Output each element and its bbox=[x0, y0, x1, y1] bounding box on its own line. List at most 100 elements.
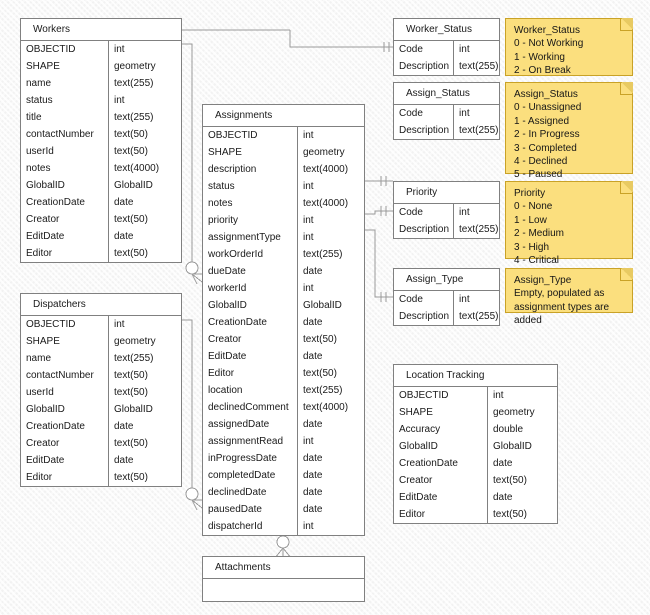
field-type: text(255) bbox=[303, 249, 343, 260]
field-type: text(4000) bbox=[114, 163, 160, 174]
field-type: date bbox=[303, 351, 323, 362]
field-type: int bbox=[303, 521, 314, 532]
field-type: int bbox=[114, 319, 125, 330]
field-name: CreationDate bbox=[21, 194, 109, 211]
field-type: text(50) bbox=[303, 368, 337, 379]
field-type: int bbox=[114, 44, 125, 55]
field-name: Editor bbox=[21, 469, 109, 486]
field-name: GlobalID bbox=[203, 297, 298, 314]
field-name: title bbox=[21, 109, 109, 126]
field-name: Editor bbox=[203, 365, 298, 382]
field-type: date bbox=[303, 453, 323, 464]
field-type: int bbox=[303, 232, 314, 243]
field-name: Accuracy bbox=[394, 421, 488, 438]
field-type: date bbox=[114, 455, 134, 466]
link-dispatchers-assignments bbox=[182, 319, 193, 490]
field-name: Description bbox=[394, 308, 455, 325]
field-name: userId bbox=[21, 384, 109, 401]
field-type: text(50) bbox=[114, 248, 148, 259]
note-line: 2 - Medium bbox=[514, 228, 565, 240]
note-line: 1 - Working bbox=[514, 51, 565, 63]
entity-title-worker_status: Worker_Status bbox=[394, 19, 499, 41]
field-name: dispatcherId bbox=[203, 518, 298, 535]
field-name: notes bbox=[21, 160, 109, 177]
field-type: date bbox=[303, 487, 323, 498]
field-type: geometry bbox=[493, 407, 535, 418]
field-name: Creator bbox=[21, 211, 109, 228]
field-type: GlobalID bbox=[303, 300, 342, 311]
entity-title-attachments: Attachments bbox=[203, 557, 364, 579]
field-name: OBJECTID bbox=[21, 316, 109, 333]
field-type: geometry bbox=[114, 336, 156, 347]
field-type: date bbox=[303, 266, 323, 277]
field-name: workOrderId bbox=[203, 246, 298, 263]
field-type: text(255) bbox=[114, 353, 154, 364]
field-name: GlobalID bbox=[394, 438, 488, 455]
field-name: GlobalID bbox=[21, 177, 109, 194]
entity-attachments[interactable]: Attachments bbox=[202, 556, 365, 602]
field-row: GlobalID GlobalID bbox=[394, 438, 557, 455]
note-fold-corner-icon bbox=[620, 82, 633, 95]
field-type: int bbox=[493, 390, 504, 401]
field-type: int bbox=[459, 207, 470, 218]
link-assignments-priority bbox=[365, 210, 393, 215]
field-row: workerId int bbox=[203, 280, 364, 297]
cardinality-one-worker-status bbox=[383, 42, 390, 52]
field-type: text(50) bbox=[114, 214, 148, 225]
field-type: date bbox=[114, 231, 134, 242]
entity-title-assign_type: Assign_Type bbox=[394, 269, 499, 291]
field-type: int bbox=[459, 294, 470, 305]
crowsfoot-workers bbox=[191, 273, 203, 285]
field-type: date bbox=[303, 470, 323, 481]
field-name: CreationDate bbox=[394, 455, 488, 472]
field-type: GlobalID bbox=[493, 441, 532, 452]
field-type: int bbox=[303, 283, 314, 294]
note-line: Empty, populated as assignment types are… bbox=[514, 288, 610, 327]
field-type: int bbox=[303, 130, 314, 141]
field-type: int bbox=[303, 436, 314, 447]
field-type: text(50) bbox=[114, 472, 148, 483]
field-name: workerId bbox=[203, 280, 298, 297]
field-row: assignmentType int bbox=[203, 229, 364, 246]
link-workers-status-b bbox=[289, 30, 393, 48]
note-line: 0 - Unassigned bbox=[514, 102, 582, 114]
field-name: assignmentType bbox=[203, 229, 298, 246]
field-type: date bbox=[493, 492, 513, 503]
field-type: text(50) bbox=[114, 438, 148, 449]
